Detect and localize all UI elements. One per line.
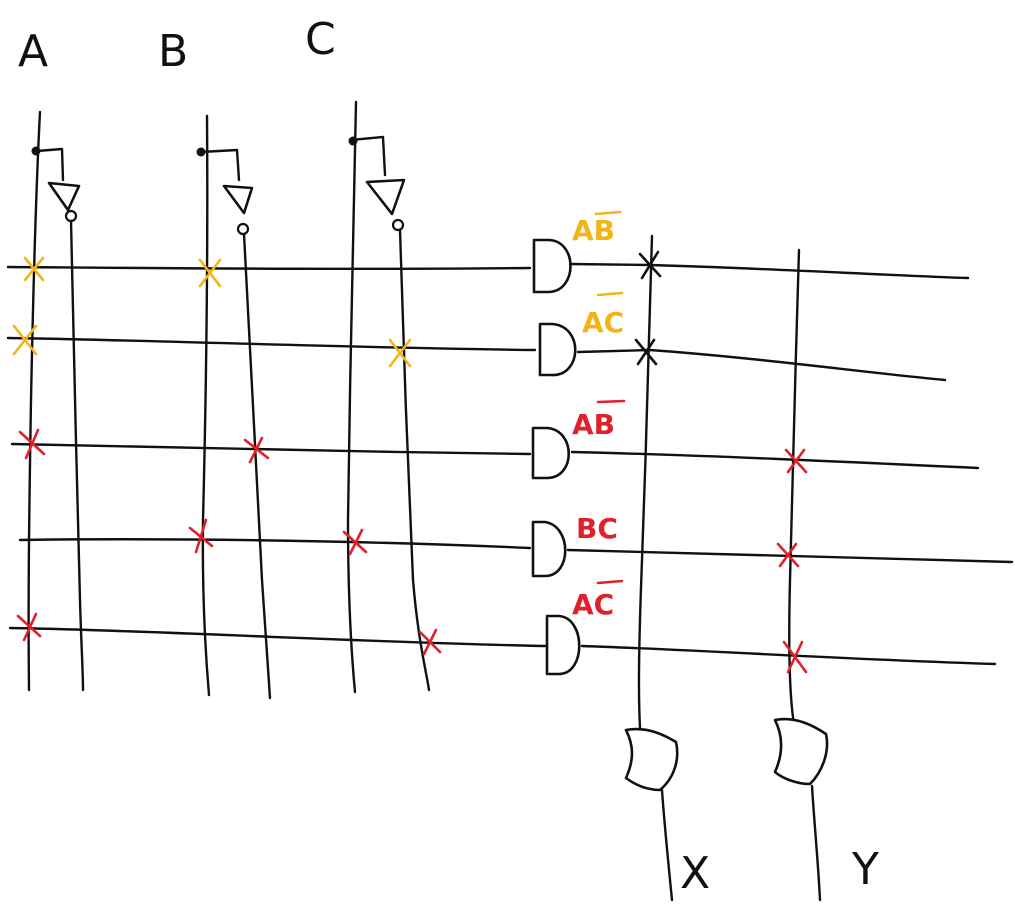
input-b-not-line [242,232,272,700]
inverter-b [222,184,254,215]
term-row-2 [576,348,947,382]
junction-dot-c [348,136,358,146]
input-b-branch-wire [199,148,241,182]
or-connection-mark [634,338,658,366]
fuse-marks-yellow [12,256,412,368]
input-a-lines [27,110,85,692]
term-label-5: AC [572,579,624,621]
output-label-x: X [680,848,710,899]
and-gate-2 [538,322,577,377]
junction-dot-a [31,146,41,156]
and-gate-5 [545,614,581,676]
input-a-not-line [69,219,85,692]
and-gate-1 [532,238,572,294]
product-row-4 [18,538,532,550]
term-label-text: AC [582,306,624,339]
term-label-4: BC [576,512,618,545]
input-a-branch-wire [35,147,65,182]
inverter-a-bubble [64,209,78,223]
fuse-marks-red [16,428,442,656]
output-label-y: Y [851,844,879,895]
fuse-mark [418,628,442,656]
or-marks-red [776,448,808,674]
term-label-3: AB [572,399,626,441]
output-line-y [810,784,822,902]
junction-dot-b [196,147,206,157]
term-label-2: AC [582,291,624,339]
input-label-a: A [18,26,48,77]
or-gate-x [624,727,679,792]
input-c-true-line [346,100,358,694]
fuse-mark [16,612,42,642]
term-overbar [596,291,624,297]
term-row-5 [580,644,997,666]
term-row-4 [566,548,1014,564]
term-label-text: AC [572,588,614,621]
fuse-mark [18,428,46,460]
fuse-mark [243,436,270,464]
input-a-true-line [27,110,42,692]
product-row-5 [8,626,547,648]
term-row-3 [570,450,980,470]
input-c-lines [346,100,431,694]
inverter-a [47,181,81,212]
or-connection-mark [638,250,662,280]
fuse-mark [388,338,412,368]
or-connection-mark [782,640,808,674]
term-label-1: AB [572,210,622,247]
fuse-mark [188,518,214,554]
term-label-text: AB [572,408,615,441]
term-overbar [596,399,626,404]
and-gate-4 [531,520,567,578]
inverter-c [365,178,406,216]
term-label-text: BC [576,512,618,545]
inverter-b-bubble [236,222,250,236]
fuse-mark [198,258,222,288]
fuse-mark [23,256,45,282]
term-label-text: AB [572,214,615,247]
input-c-branch-wire [349,135,387,177]
input-label-b: B [158,26,188,77]
input-b-lines [196,114,272,700]
term-row-1 [568,262,970,280]
term-overbar [596,579,624,585]
input-c-not-line [398,228,431,692]
or-column-x [637,234,654,730]
product-row-1 [6,265,532,271]
input-b-true-line [201,114,211,697]
or-gate-y [773,717,829,786]
product-row-3 [10,442,532,456]
or-connection-mark [776,542,800,568]
fuse-mark [342,528,368,556]
and-gate-3 [531,426,570,480]
term-overbar [594,210,622,216]
input-label-c: C [305,14,336,65]
or-marks-black [634,250,662,366]
or-column-y [788,248,801,726]
or-connection-mark [784,448,808,474]
product-row-2 [6,336,537,352]
fuse-mark [12,324,38,356]
output-line-x [660,788,674,902]
inverter-c-bubble [391,218,405,232]
